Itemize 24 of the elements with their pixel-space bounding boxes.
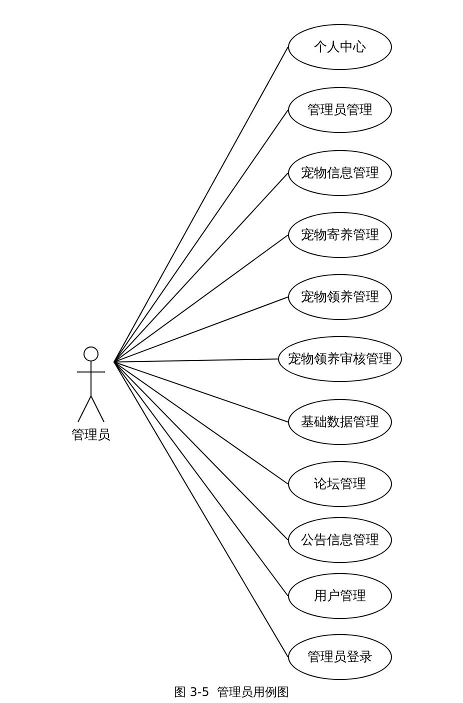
figure-caption: 图 3-5 管理员用例图 bbox=[172, 684, 290, 701]
actor-label: 管理员 bbox=[72, 427, 110, 444]
association-line bbox=[114, 46, 288, 362]
use-case-ellipse: 用户管理 bbox=[288, 573, 392, 619]
association-line bbox=[114, 234, 288, 362]
association-line bbox=[114, 110, 288, 362]
use-case-ellipse: 公告信息管理 bbox=[288, 517, 392, 563]
use-case-ellipse: 个人中心 bbox=[288, 24, 392, 70]
use-case-ellipse: 宠物寄养管理 bbox=[288, 212, 392, 258]
use-case-ellipse: 管理员登录 bbox=[288, 634, 392, 680]
use-case-ellipse: 基础数据管理 bbox=[288, 399, 392, 445]
association-line bbox=[114, 358, 278, 362]
association-line bbox=[114, 362, 288, 658]
association-line bbox=[114, 362, 288, 540]
use-case-ellipse: 管理员管理 bbox=[288, 87, 392, 133]
association-line bbox=[114, 362, 288, 596]
association-line bbox=[114, 362, 288, 422]
use-case-ellipse: 宠物信息管理 bbox=[288, 150, 392, 196]
association-line bbox=[114, 362, 288, 484]
association-line bbox=[114, 296, 288, 362]
use-case-ellipse: 宠物领养审核管理 bbox=[278, 336, 402, 382]
use-case-ellipse: 论坛管理 bbox=[288, 461, 392, 507]
association-line bbox=[114, 172, 288, 362]
use-case-ellipse: 宠物领养管理 bbox=[288, 274, 392, 320]
